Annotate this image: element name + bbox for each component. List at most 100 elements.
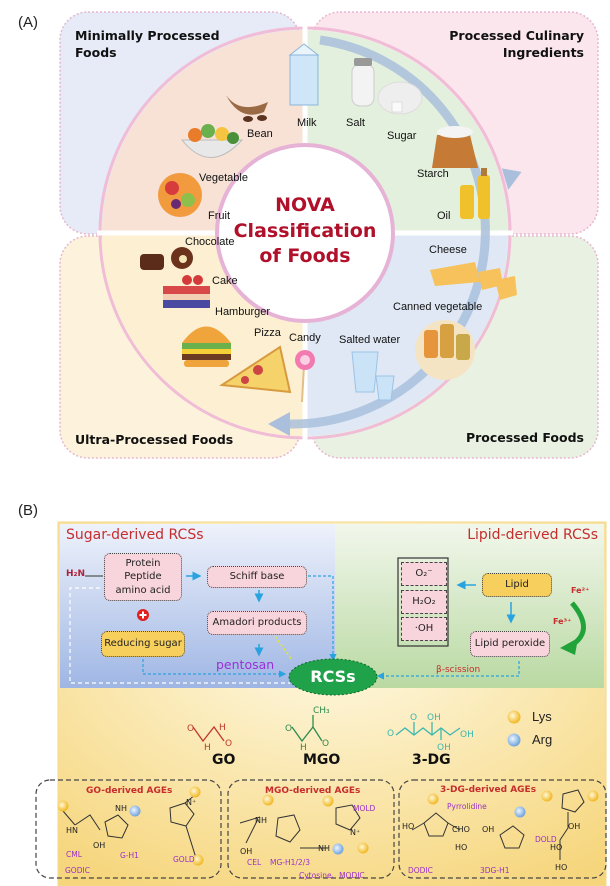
pizza-icon — [219, 345, 292, 394]
svg-text:HN: HN — [66, 826, 78, 835]
mgo-age-structures — [239, 804, 361, 849]
schiff-base-box: Schiff base — [207, 566, 307, 588]
arrow-peroxide-rcs — [376, 661, 520, 680]
3dg-ages-title: 3-DG-derived AGEs — [440, 785, 537, 795]
svg-text:HO: HO — [455, 843, 467, 852]
food-label-sugar: Sugar — [387, 130, 417, 142]
go-ages-title: GO-derived AGEs — [86, 786, 173, 796]
ros-hydroxyl: ·OH — [401, 617, 447, 641]
fe3-label: Fe³⁺ — [553, 617, 572, 626]
arrow-head-right — [501, 168, 522, 190]
hamburger-icon — [182, 326, 231, 367]
age-label-dold: DOLD — [535, 835, 557, 844]
svg-text:O: O — [285, 724, 292, 734]
canned-vegetable-icon — [415, 320, 475, 380]
food-label-pizza: Pizza — [254, 327, 281, 339]
food-label-oil: Oil — [437, 210, 451, 222]
lipid-rcs-title: Lipid-derived RCSs — [467, 527, 598, 543]
svg-text:N⁺: N⁺ — [350, 828, 360, 837]
fe2-label: Fe²⁺ — [571, 586, 590, 595]
rcs-node — [288, 658, 378, 696]
lipid-peroxide-box: Lipid peroxide — [470, 631, 550, 657]
svg-text:OH: OH — [482, 825, 494, 834]
rcs-label: RCSs — [310, 667, 356, 686]
3dg-age-structures — [411, 789, 585, 860]
svg-text:CH₃: CH₃ — [313, 706, 330, 716]
svg-text:OH: OH — [427, 713, 441, 723]
sugar-rcs-title: Sugar-derived RCSs — [66, 527, 204, 543]
age-label-cml: CML — [66, 850, 82, 859]
age-label-3dg-h1: 3DG-H1 — [480, 866, 510, 875]
food-label-hamburger: Hamburger — [215, 306, 271, 318]
svg-text:NH: NH — [255, 816, 267, 825]
cheese-icon — [430, 262, 517, 300]
salted-water-icon — [351, 351, 395, 401]
svg-text:O: O — [187, 724, 194, 734]
svg-text:H: H — [204, 743, 211, 753]
sugar-region — [60, 524, 335, 688]
legend-lys: Lys — [532, 709, 552, 724]
age-label-cytosine-modic: Cytosine、MODIC — [299, 871, 365, 880]
age-label-mold: MOLD — [353, 804, 376, 813]
lipid-region — [335, 524, 604, 688]
bean-icon — [226, 95, 268, 122]
panel-b-label: (B) — [18, 502, 38, 519]
cake-icon — [163, 275, 210, 308]
food-label-canned-vegetable: Canned vegetable — [393, 301, 483, 313]
lys-legend-sphere — [507, 710, 521, 724]
arrow-schiff-rcs — [308, 575, 337, 662]
compound-go: GO — [212, 752, 236, 768]
oil-icon — [460, 168, 490, 219]
age-label-cel: CEL — [247, 858, 262, 867]
age-label-godic: GODIC — [65, 866, 90, 875]
lipid-box: Lipid — [482, 573, 552, 597]
food-label-cake: Cake — [212, 275, 238, 287]
arrow-sugar-rcs — [142, 659, 287, 678]
svg-text:HO: HO — [550, 843, 562, 852]
ros-superoxide: O₂⁻ — [401, 562, 447, 586]
svg-text:HO: HO — [402, 822, 414, 831]
go-ages-box — [35, 779, 222, 879]
mgo-structure — [291, 715, 323, 743]
food-label-salted-water: Salted water — [339, 334, 401, 346]
food-label-vegetable: Vegetable — [199, 172, 248, 184]
food-label-bean: Bean — [247, 128, 273, 140]
reducing-sugar-box: Reducing sugar — [101, 631, 185, 657]
chocolate-icon — [140, 247, 193, 270]
ros-box-outline — [397, 557, 449, 647]
center-circle — [215, 143, 395, 323]
arrow-amadori-rcs — [271, 631, 293, 661]
food-label-candy: Candy — [289, 332, 321, 344]
svg-text:OH: OH — [568, 822, 580, 831]
legend-arg: Arg — [532, 732, 553, 747]
compound-mgo: MGO — [303, 752, 341, 768]
go-structure — [192, 725, 225, 743]
panel-a-label: (A) — [18, 14, 38, 31]
fruit-icon — [158, 173, 202, 217]
nova-wheel — [59, 11, 599, 459]
candy-icon — [295, 350, 315, 403]
svg-text:O: O — [387, 729, 394, 739]
quadrant-title-culinary: Processed Culinary Ingredients — [449, 28, 584, 60]
starch-icon — [432, 126, 478, 168]
svg-text:OH: OH — [460, 730, 474, 740]
mgo-ages-title: MGO-derived AGEs — [265, 786, 361, 796]
svg-text:O: O — [322, 739, 329, 749]
nova-title: NOVA Classification of Foods — [233, 194, 377, 268]
beta-scission-label: β-scission — [436, 665, 481, 675]
pentosan-label: pentosan — [216, 657, 275, 672]
svg-text:OH: OH — [240, 847, 252, 856]
arg-legend-sphere — [507, 733, 521, 747]
sugar-icon — [377, 81, 423, 115]
svg-text:NH: NH — [115, 804, 127, 813]
age-label-mg-h1: MG-H1/2/3 — [270, 858, 310, 867]
arrow-head-bottom — [268, 412, 290, 436]
svg-text:O: O — [410, 713, 417, 723]
food-label-milk: Milk — [297, 117, 317, 129]
food-label-cheese: Cheese — [429, 244, 467, 256]
vegetable-icon — [180, 124, 244, 158]
quadrant-title-minimally: Minimally Processed Foods — [75, 28, 220, 60]
milk-icon — [288, 43, 320, 106]
age-label-pyrrolidine: Pyrrolidine — [447, 802, 487, 811]
